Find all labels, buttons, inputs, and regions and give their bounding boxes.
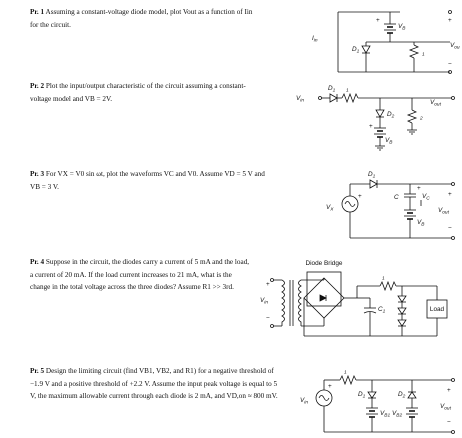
vout-minus: − xyxy=(448,61,452,68)
d1-label: D1 xyxy=(352,46,360,55)
iin-label: Iin xyxy=(312,35,318,44)
c1-label: C1 xyxy=(378,306,386,315)
r1-label-5: 1 xyxy=(344,370,347,376)
circuit-5-diagram: Vin + 1 + Vout − D1 VB1 D2 VB2 xyxy=(300,370,455,434)
voltage-source-vx-icon xyxy=(341,195,359,213)
vout-label-3: Vout xyxy=(438,207,450,216)
problem-2-number: Pr. 2 xyxy=(30,82,45,90)
vin-minus-4: − xyxy=(266,315,270,322)
resistor-r1-icon xyxy=(339,374,357,386)
problem-2-text: Plot the input/output characteristic of … xyxy=(30,82,246,103)
problem-2: Pr. 2 Plot the input/output characterist… xyxy=(30,80,265,105)
vout-minus-5: − xyxy=(447,419,451,426)
voltage-source-vin-icon xyxy=(315,389,333,407)
problem-5: Pr. 5 Design the limiting circuit (find … xyxy=(30,365,278,403)
vout-label-1: Vout xyxy=(450,42,460,51)
battery-vb-icon xyxy=(374,127,386,138)
r1-label-4: 1 xyxy=(382,276,385,282)
r1-label-2: 1 xyxy=(346,88,349,94)
battery-vb1-icon xyxy=(366,407,378,418)
d1-label-5: D1 xyxy=(358,391,366,400)
vin-plus-4: + xyxy=(266,281,270,288)
capacitor-c-icon xyxy=(404,193,416,198)
problem-5-text: Design the limiting circuit (find VB1, V… xyxy=(30,367,278,400)
vc-plus: + xyxy=(417,185,421,192)
vb2-label: VB2 xyxy=(392,410,402,419)
diode-d1-icon xyxy=(369,179,378,189)
vout-minus-3: − xyxy=(448,225,452,232)
problem-3-text: For VX = V0 sin ωt, plot the waveforms V… xyxy=(30,170,265,191)
c-label: C xyxy=(394,194,399,201)
battery-vb-icon xyxy=(384,23,396,34)
resistor-r1-icon xyxy=(408,44,420,59)
r1-label: 1 xyxy=(422,52,425,58)
ground-icon xyxy=(375,145,385,151)
vb-label-3: VB xyxy=(417,219,425,228)
ground-icon xyxy=(407,129,417,135)
vb-label: VB xyxy=(398,23,406,32)
vb-label-2: VB xyxy=(385,137,393,146)
d1-label-3: D1 xyxy=(368,171,376,180)
vb1-label: VB1 xyxy=(380,410,390,419)
problem-1-number: Pr. 1 xyxy=(30,8,45,16)
diode-stack-icon xyxy=(397,295,407,327)
vx-label: VX xyxy=(326,204,334,213)
capacitor-c1-icon xyxy=(363,307,377,314)
vin-plus-5: + xyxy=(328,383,332,390)
diode-d1-icon xyxy=(329,93,338,103)
d2-label: D2 xyxy=(387,111,395,120)
resistor-r2-icon xyxy=(406,109,418,124)
circuit-1-diagram: Iin + VB D1 1 + Vout − xyxy=(312,10,460,74)
load-label: Load xyxy=(430,306,445,313)
diode-bridge-label: Diode Bridge xyxy=(306,260,343,267)
problem-4: Pr. 4 Suppose in the circuit, the diodes… xyxy=(30,256,250,294)
vb-plus: + xyxy=(376,17,380,24)
diode-d1-icon xyxy=(361,45,371,54)
problem-3-number: Pr. 3 xyxy=(30,170,45,178)
battery-vb2-icon xyxy=(406,407,418,418)
vout-label-5: Vout xyxy=(440,403,452,412)
diode-d2-icon xyxy=(375,109,385,118)
diode-d1-icon xyxy=(367,391,377,399)
vout-plus-3: + xyxy=(448,191,452,198)
d1-label-2: D1 xyxy=(328,85,336,94)
transformer-icon xyxy=(273,279,324,327)
vout-plus-5: + xyxy=(447,387,451,394)
problem-1-text: Assuming a constant-voltage diode model,… xyxy=(30,8,253,29)
problem-4-number: Pr. 4 xyxy=(30,258,45,266)
problem-1: Pr. 1 Assuming a constant-voltage diode … xyxy=(30,6,255,31)
diode-bridge-icon xyxy=(303,271,345,326)
vin-label-5: Vin xyxy=(300,397,308,406)
problem-5-number: Pr. 5 xyxy=(30,367,45,375)
circuit-4-diagram: Diode Bridge + Vin − 1 C1 xyxy=(260,260,448,337)
resistor-r1-icon xyxy=(379,280,397,292)
vb-plus-2: + xyxy=(369,123,373,130)
vin-label-4: Vin xyxy=(260,297,268,306)
r2-label: 2 xyxy=(419,116,423,122)
problem-4-text: Suppose in the circuit, the diodes carry… xyxy=(30,258,250,291)
circuit-2-diagram: Vin D1 1 Vout D2 + VB 2 xyxy=(296,85,455,151)
problem-3: Pr. 3 For VX = V0 sin ωt, plot the wavef… xyxy=(30,168,265,193)
vin-label-2: Vin xyxy=(296,95,304,104)
d2-label-5: D2 xyxy=(398,391,406,400)
battery-vb-icon xyxy=(404,209,416,220)
vx-plus: + xyxy=(358,193,362,200)
diode-d2-icon xyxy=(407,391,417,399)
vc-label: VC xyxy=(422,193,430,202)
vout-label-2: Vout xyxy=(430,99,442,108)
vout-plus: + xyxy=(448,17,452,24)
circuit-3-diagram: D1 VX + C + VC VB + Vout − xyxy=(326,171,455,240)
resistor-r1-icon xyxy=(341,92,359,104)
